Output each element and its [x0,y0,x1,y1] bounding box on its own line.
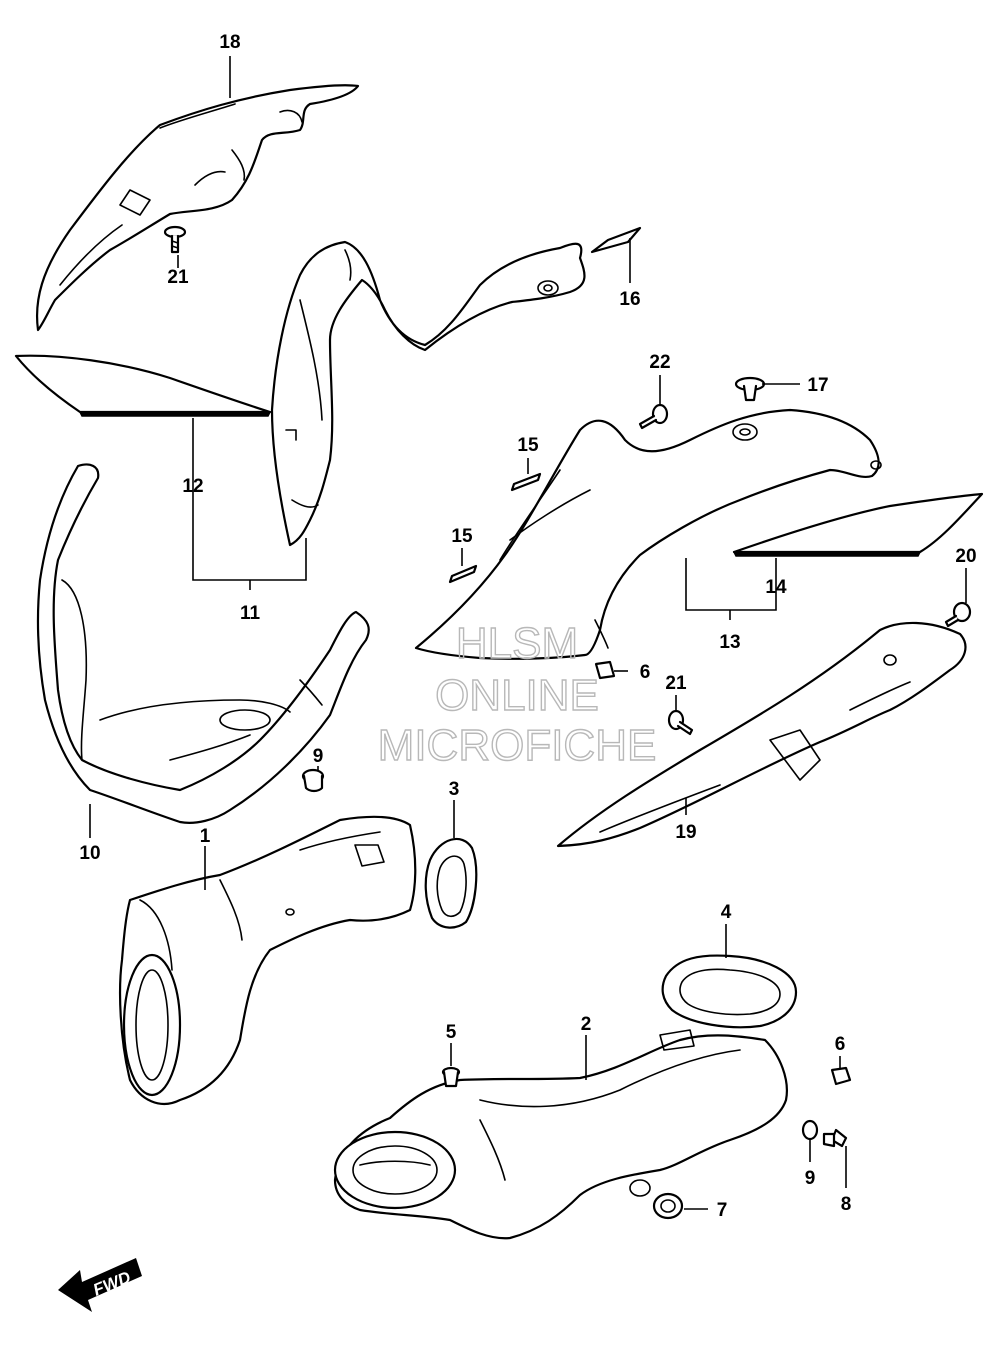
callout-15-lower: 15 [451,526,473,547]
leader-lines [89,56,967,1210]
watermark-line-1: HLSM [456,619,578,668]
part-1-air-duct-left [118,815,417,1105]
part-15-label-lower [448,564,478,584]
part-19-lower-panel [556,621,967,848]
callout-22: 22 [649,352,670,373]
watermark: HLSM ONLINE MICROFICHE [377,618,657,770]
callout-3: 3 [449,779,460,800]
callout-16: 16 [619,289,640,310]
callout-19: 19 [675,822,696,843]
watermark-line-2: ONLINE [435,671,599,720]
part-3-seal [424,838,478,929]
callout-5: 5 [446,1022,457,1043]
part-18-upper-panel [35,84,360,332]
part-6-nut-upper [594,660,616,680]
part-12-decal [14,354,272,417]
bracket-11-12 [192,418,307,590]
callout-11: 11 [240,603,261,624]
callout-10: 10 [79,843,100,864]
callout-14: 14 [765,577,787,598]
callout-15-upper: 15 [517,435,539,456]
part-21-screw-upper [163,225,187,254]
watermark-line-3: MICROFICHE [378,721,657,770]
part-17-rivet [734,376,766,402]
part-4-seal [661,954,798,1029]
part-16-label [590,226,642,254]
part-8-bolt [822,1128,848,1148]
callout-4: 4 [721,902,732,923]
fwd-label: FWD [90,1268,133,1300]
callout-21-right: 21 [665,673,687,694]
callout-17: 17 [807,375,828,396]
bracket-13-14 [685,558,777,620]
callout-2: 2 [581,1014,592,1035]
callout-18: 18 [219,32,240,53]
part-15-label-upper [510,472,542,492]
callout-7: 7 [717,1200,728,1221]
part-5-clip [441,1066,461,1088]
part-10-inner-panel [36,463,370,824]
part-7-grommet [652,1192,684,1220]
callout-6-lower: 6 [835,1034,846,1055]
part-9-grommet-lower [801,1119,819,1141]
callout-21-upper: 21 [167,267,189,288]
part-6-nut-lower [830,1066,852,1086]
callout-6-upper: 6 [640,662,651,683]
callout-9-lower: 9 [805,1168,816,1189]
part-14-decal [732,492,984,557]
callout-13: 13 [719,632,740,653]
part-20-bolt [944,601,972,628]
fwd-direction-badge: FWD [58,1258,142,1312]
part-13-side-fairing [414,408,882,660]
part-21-screw-right [667,709,694,736]
part-22-screw [638,403,669,430]
part-11-side-cowl [270,240,586,547]
callout-1: 1 [200,826,211,847]
part-9-grommet-upper [301,768,325,793]
callout-12: 12 [182,476,203,497]
callout-labels: 18 21 16 22 17 15 12 15 20 14 11 13 6 21… [79,32,976,1221]
callout-9-upper: 9 [313,746,324,767]
callout-8: 8 [841,1194,852,1215]
callout-20: 20 [955,546,976,567]
